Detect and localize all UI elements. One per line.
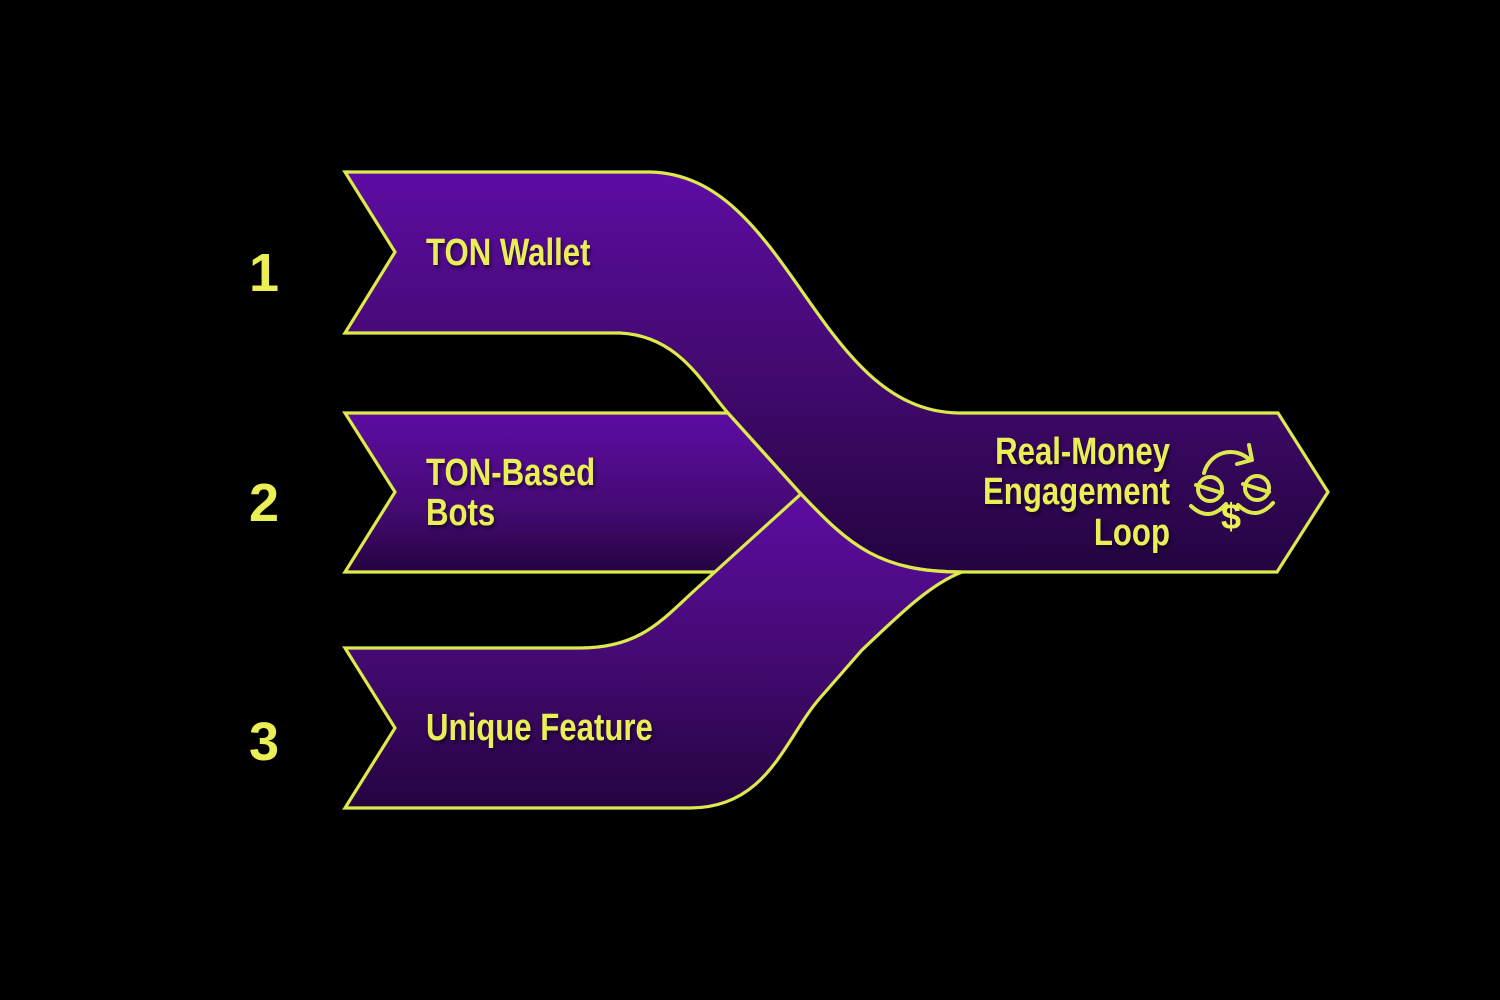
transfer-arrowhead-icon: [1235, 443, 1254, 466]
band-2-label-line: TON-Based: [426, 451, 596, 494]
band-1-label: TON Wallet: [426, 172, 590, 333]
result-label-line: Loop: [1093, 511, 1170, 554]
step-1-number: 1: [248, 243, 280, 303]
dollar-sign-icon: $: [1221, 496, 1241, 537]
coin-right-slash-icon: [1241, 482, 1271, 494]
result-label: Real-Money Engagement Loop: [908, 413, 1170, 572]
result-label-line: Real-Money: [995, 430, 1170, 473]
result-label-line: Engagement: [983, 471, 1170, 514]
money-exchange-icon: $: [1189, 443, 1275, 537]
coin-right-icon: [1243, 474, 1271, 502]
step-3-number: 3: [248, 712, 280, 772]
coin-left-slash-icon: [1194, 483, 1224, 495]
curve-right-icon: [1236, 501, 1275, 515]
transfer-arrow-icon: [1202, 450, 1252, 475]
band-3-label-line: Unique Feature: [426, 707, 653, 749]
curve-left-icon: [1189, 502, 1228, 516]
band-3-ribbon: [342, 491, 963, 810]
band-2-label-line: Bots: [426, 491, 496, 534]
band-2-label: TON-Based Bots: [426, 413, 595, 572]
band-3-label: Unique Feature: [426, 648, 653, 808]
coin-left-icon: [1196, 475, 1224, 503]
step-2-number: 2: [248, 473, 280, 533]
band-1-label-line: TON Wallet: [426, 231, 591, 274]
